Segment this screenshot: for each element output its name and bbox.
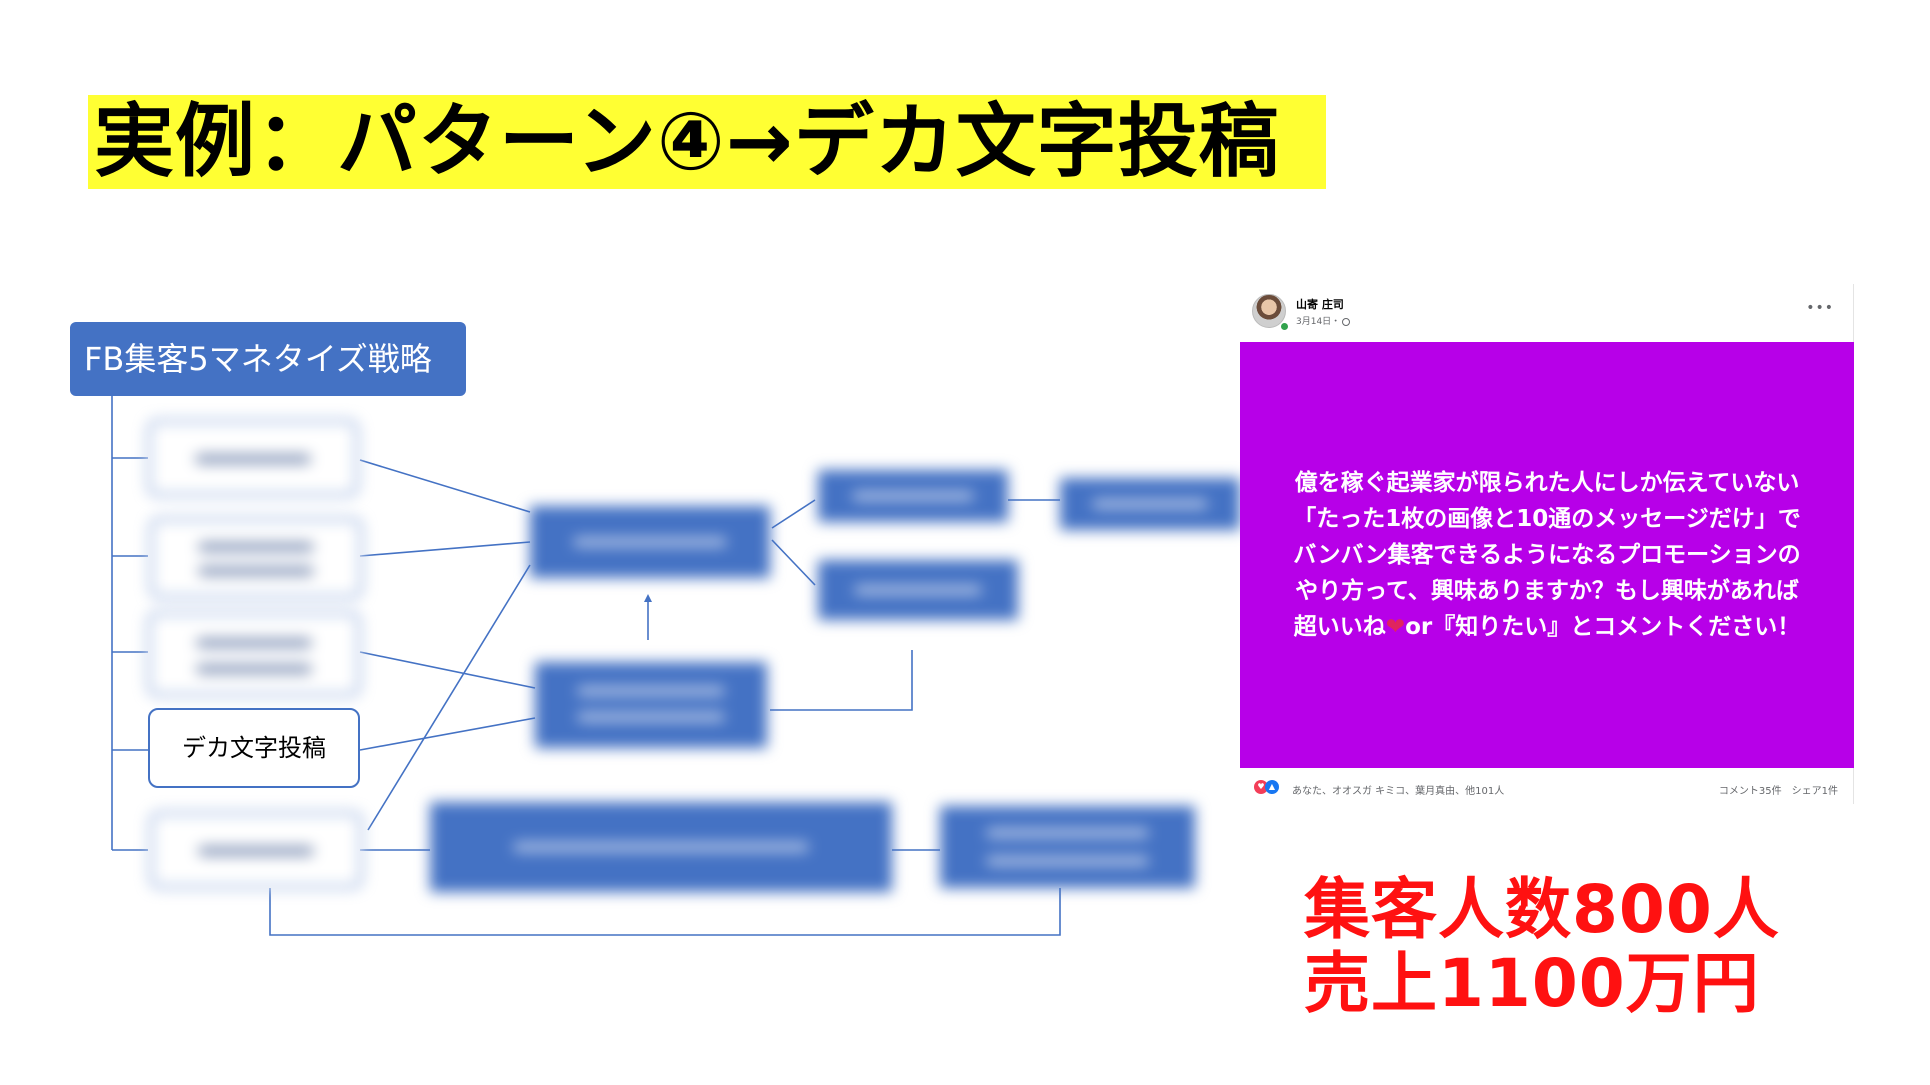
link-line bbox=[359, 651, 536, 689]
post-text: 億を稼ぐ起業家が限られた人にしか伝えていない 「たった1枚の画像と10通のメッセ… bbox=[1262, 465, 1832, 645]
post-line: 億を稼ぐ起業家が限られた人にしか伝えていない bbox=[1294, 470, 1800, 496]
love-reaction-icon: ♥ bbox=[1254, 780, 1268, 794]
link-line bbox=[771, 499, 816, 529]
more-options-icon[interactable]: ••• bbox=[1806, 300, 1834, 316]
online-status-icon bbox=[1280, 322, 1289, 331]
facebook-post-card: 山寄 庄司 3月14日・ ••• 億を稼ぐ起業家が限られた人にしか伝えていない … bbox=[1240, 284, 1854, 804]
author-name[interactable]: 山寄 庄司 bbox=[1296, 298, 1344, 311]
diagram-node-blurred bbox=[940, 806, 1195, 888]
post-date[interactable]: 3月14日・ bbox=[1296, 314, 1351, 327]
diagram-node-blurred bbox=[430, 802, 892, 892]
reaction-icons[interactable]: ♥▲ bbox=[1254, 780, 1279, 794]
diagram-node-blurred bbox=[535, 662, 767, 748]
diagram-node-blurred bbox=[818, 560, 1018, 620]
loop-line bbox=[269, 888, 1061, 936]
post-content: 億を稼ぐ起業家が限られた人にしか伝えていない 「たった1枚の画像と10通のメッセ… bbox=[1240, 342, 1854, 768]
diagram-node-blurred bbox=[148, 612, 360, 696]
globe-icon bbox=[1342, 317, 1351, 326]
diagram-node-blurred bbox=[148, 420, 358, 496]
diagram-node-blurred bbox=[150, 518, 362, 598]
page-title: 実例：パターン④→デカ文字投稿 bbox=[88, 95, 1326, 189]
heart-icon: ❤ bbox=[1385, 614, 1406, 640]
post-line-suffix: or『知りたい』とコメントください！ bbox=[1405, 614, 1801, 640]
diagram-node-blurred bbox=[530, 506, 770, 578]
like-reaction-icon: ▲ bbox=[1265, 780, 1279, 794]
diagram-root-node: FB集客5マネタイズ戦略 bbox=[70, 322, 466, 396]
post-footer: ♥▲ あなた、オオスガ キミコ、葉月真由、他101人 コメント35件 シェア1件 bbox=[1240, 774, 1854, 802]
reaction-names[interactable]: あなた、オオスガ キミコ、葉月真由、他101人 bbox=[1292, 786, 1505, 797]
link-line bbox=[359, 459, 531, 513]
diagram-node-blurred bbox=[1060, 478, 1240, 530]
diagram-node-blurred bbox=[818, 470, 1008, 522]
link-line bbox=[771, 539, 816, 586]
link-line bbox=[770, 650, 913, 711]
link-line bbox=[359, 717, 536, 751]
diagram-node-deka-moji: デカ文字投稿 bbox=[148, 708, 360, 788]
post-line: 超いいね❤or『知りたい』とコメントください！ bbox=[1262, 609, 1832, 645]
comment-share-counts[interactable]: コメント35件 シェア1件 bbox=[1718, 786, 1838, 797]
post-line-prefix: 超いいね bbox=[1293, 614, 1386, 640]
result-sales: 売上1100万円 bbox=[1304, 945, 1760, 1022]
link-line bbox=[359, 541, 531, 557]
post-date-text: 3月14日・ bbox=[1296, 317, 1341, 327]
diagram-node-blurred bbox=[150, 812, 362, 888]
link-line bbox=[367, 564, 531, 831]
post-line: やり方って、興味ありますか？もし興味があれば bbox=[1295, 578, 1799, 604]
post-line: 「たった1枚の画像と10通のメッセージだけ」で bbox=[1293, 506, 1801, 532]
post-header: 山寄 庄司 3月14日・ ••• bbox=[1240, 284, 1854, 342]
arrow-head bbox=[644, 594, 652, 602]
post-line: バンバン集客できるようになるプロモーションの bbox=[1293, 542, 1801, 568]
result-attendees: 集客人数800人 bbox=[1304, 871, 1780, 948]
